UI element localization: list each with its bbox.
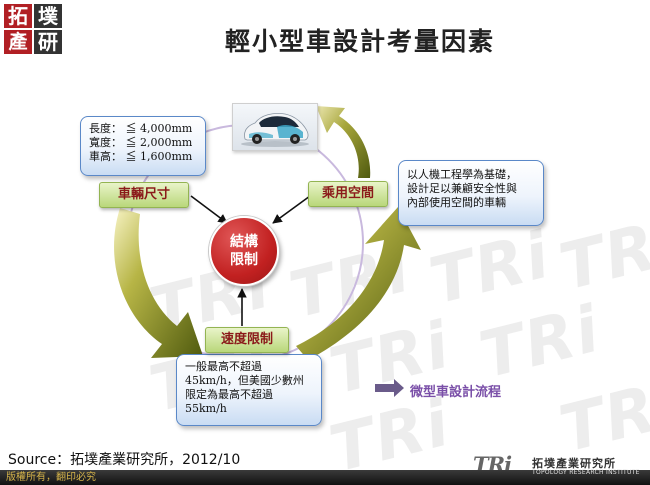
company-logo: 拓 墣 產 研 <box>4 4 64 54</box>
cabin-line: 設計足以兼顧安全性與 <box>407 182 517 195</box>
cabin-space-box: 以人機工程學為基礎， 設計足以兼顧安全性與 內部使用空間的車輛 <box>398 160 544 226</box>
flow-arrow-icon <box>375 379 404 397</box>
cabin-line: 以人機工程學為基礎， <box>407 168 517 181</box>
flow-label: 微型車設計流程 <box>410 385 502 400</box>
arrow-cabin-to-center <box>272 195 311 224</box>
size-row-value: ≦ 2,000mm <box>125 136 193 149</box>
size-row-value: ≦ 4,000mm <box>125 122 193 135</box>
speed-limit-box: 一般最高不超過 45km/h，但美國少數州 限定為最高不超過 55km/h <box>176 354 322 426</box>
tri-logo-english: TOPOLOGY RESEARCH INSTITUTE <box>532 469 640 476</box>
structure-constraint-node: 結構 限制 <box>209 216 279 286</box>
center-line: 結構 <box>230 234 258 250</box>
size-row-height: 車高： ≦ 1,600mm <box>89 150 197 164</box>
logo-char: 產 <box>4 30 32 54</box>
speed-line: 55km/h <box>185 402 227 415</box>
logo-char: 拓 <box>4 4 32 28</box>
footer-bar <box>0 470 650 485</box>
speed-line: 一般最高不超過 <box>185 360 262 373</box>
label-cabin-space: 乘用空間 <box>308 181 388 207</box>
size-row-value: ≦ 1,600mm <box>125 150 193 163</box>
page-title: 輕小型車設計考量因素 <box>224 27 495 56</box>
curved-arrow-top <box>316 106 371 178</box>
label-speed-limit: 速度限制 <box>205 327 289 353</box>
size-row-length: 長度： ≦ 4,000mm <box>89 122 197 136</box>
label-vehicle-size: 車輛尺寸 <box>99 182 189 208</box>
vehicle-size-box: 長度： ≦ 4,000mm 寬度： ≦ 2,000mm 車高： ≦ 1,600m… <box>80 116 206 176</box>
curved-arrow-right <box>296 207 421 360</box>
speed-line: 限定為最高不超過 <box>185 388 273 401</box>
tri-logo-chinese: 拓墣產業研究所 <box>532 457 616 470</box>
size-row-width: 寬度： ≦ 2,000mm <box>89 136 197 150</box>
car-icon <box>241 113 309 147</box>
size-row-name: 車高： <box>89 150 122 163</box>
size-row-name: 寬度： <box>89 136 122 149</box>
logo-char: 墣 <box>34 4 62 28</box>
curved-arrow-left <box>114 208 203 358</box>
speed-line: 45km/h，但美國少數州 <box>185 374 304 387</box>
logo-char: 研 <box>34 30 62 54</box>
center-line: 限制 <box>230 252 258 268</box>
car-image <box>232 103 318 151</box>
arrow-size-to-center <box>190 195 228 224</box>
source-note: Source：拓墣產業研究所，2012/10 <box>8 452 241 468</box>
cabin-line: 內部使用空間的車輛 <box>407 196 506 209</box>
copyright-text: 版權所有，翻印必究 <box>6 472 96 483</box>
size-row-name: 長度： <box>89 122 122 135</box>
